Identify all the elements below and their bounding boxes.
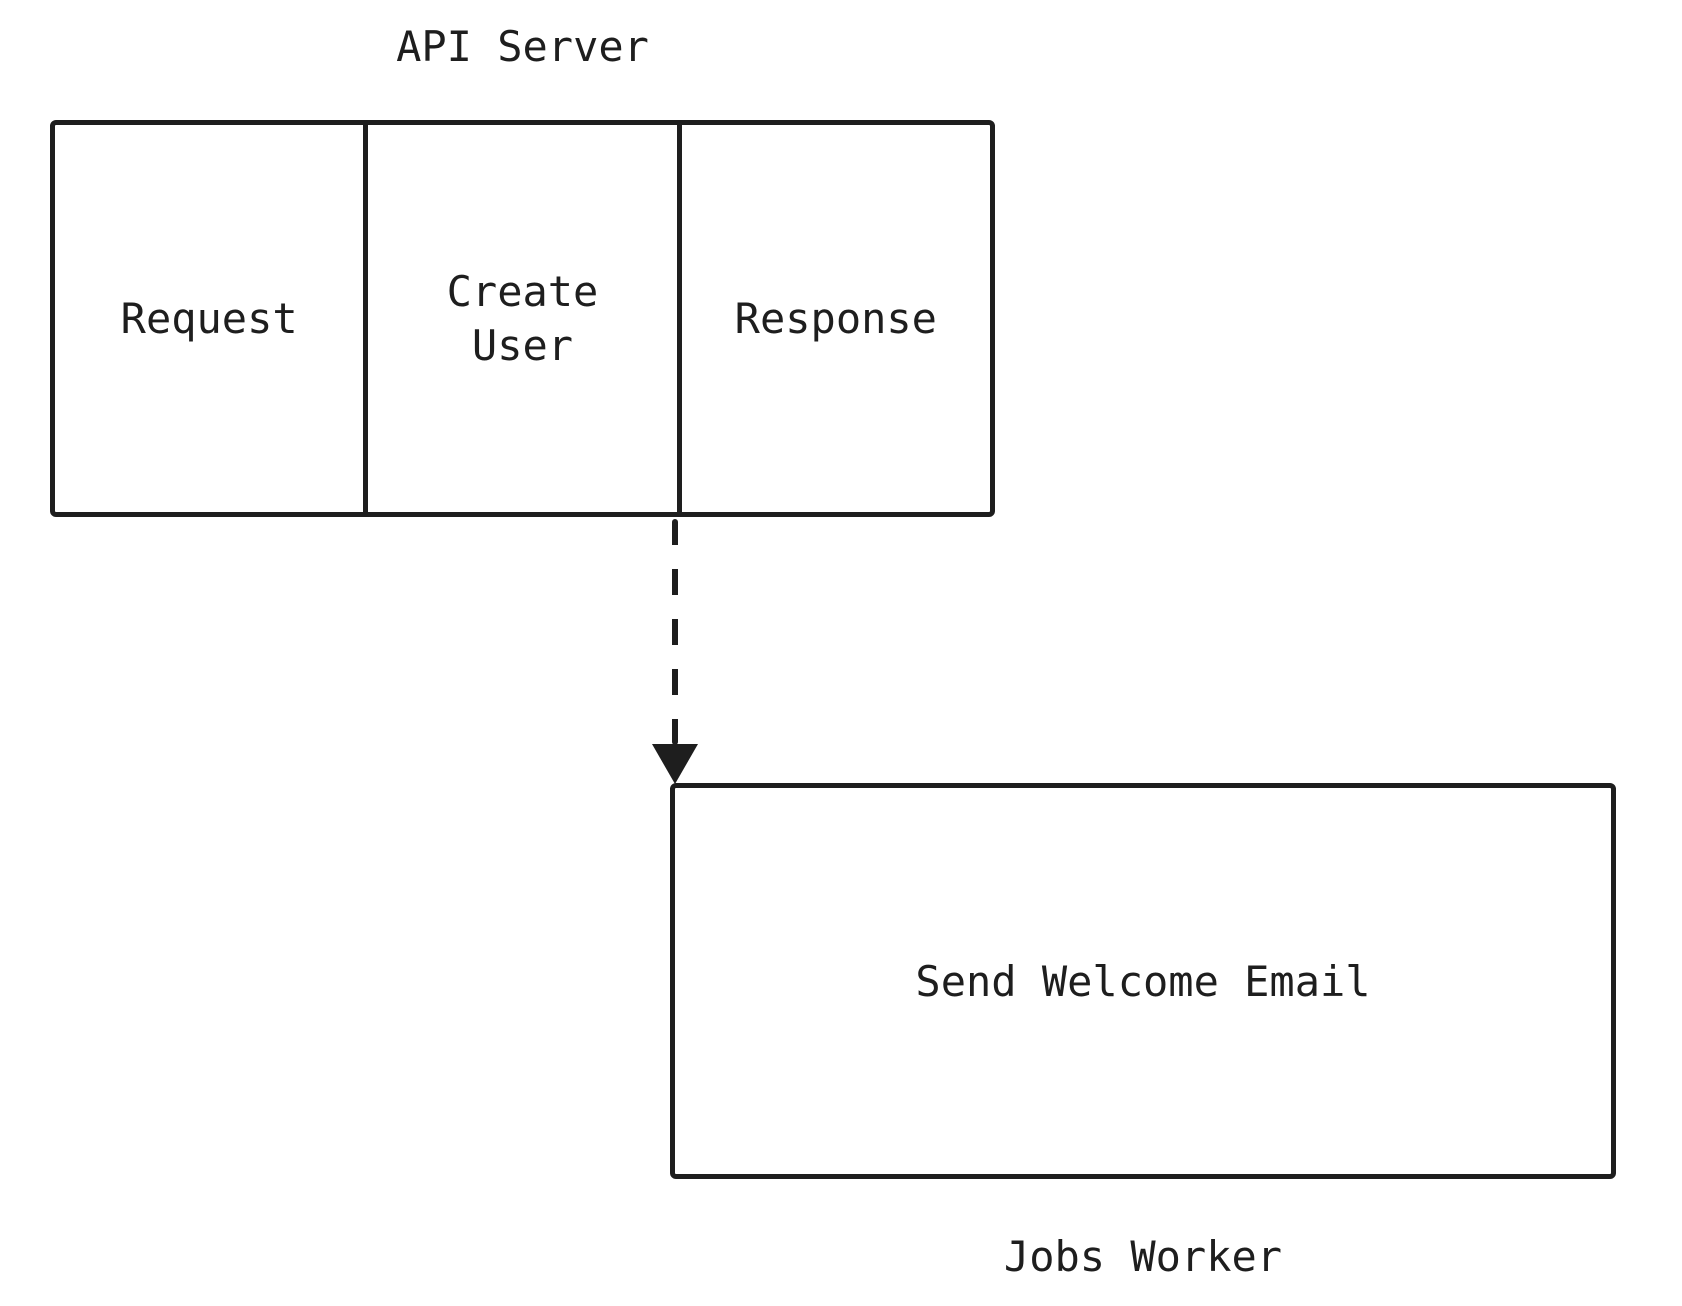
response-box: Response — [676, 125, 990, 512]
create-user-box: Create User — [363, 125, 676, 512]
dashed-connector-line — [672, 519, 678, 745]
jobs-worker-box: Send Welcome Email — [670, 783, 1616, 1179]
response-label: Response — [734, 293, 937, 343]
create-user-label: Create User — [446, 266, 599, 370]
api-server-title: API Server — [396, 21, 649, 71]
request-box: Request — [55, 125, 363, 512]
arrowhead-down-icon — [652, 744, 698, 784]
jobs-worker-title: Jobs Worker — [1003, 1231, 1283, 1281]
request-label: Request — [120, 293, 298, 343]
send-welcome-email-label: Send Welcome Email — [915, 956, 1371, 1006]
api-server-group: Request Create User Response — [50, 120, 995, 517]
